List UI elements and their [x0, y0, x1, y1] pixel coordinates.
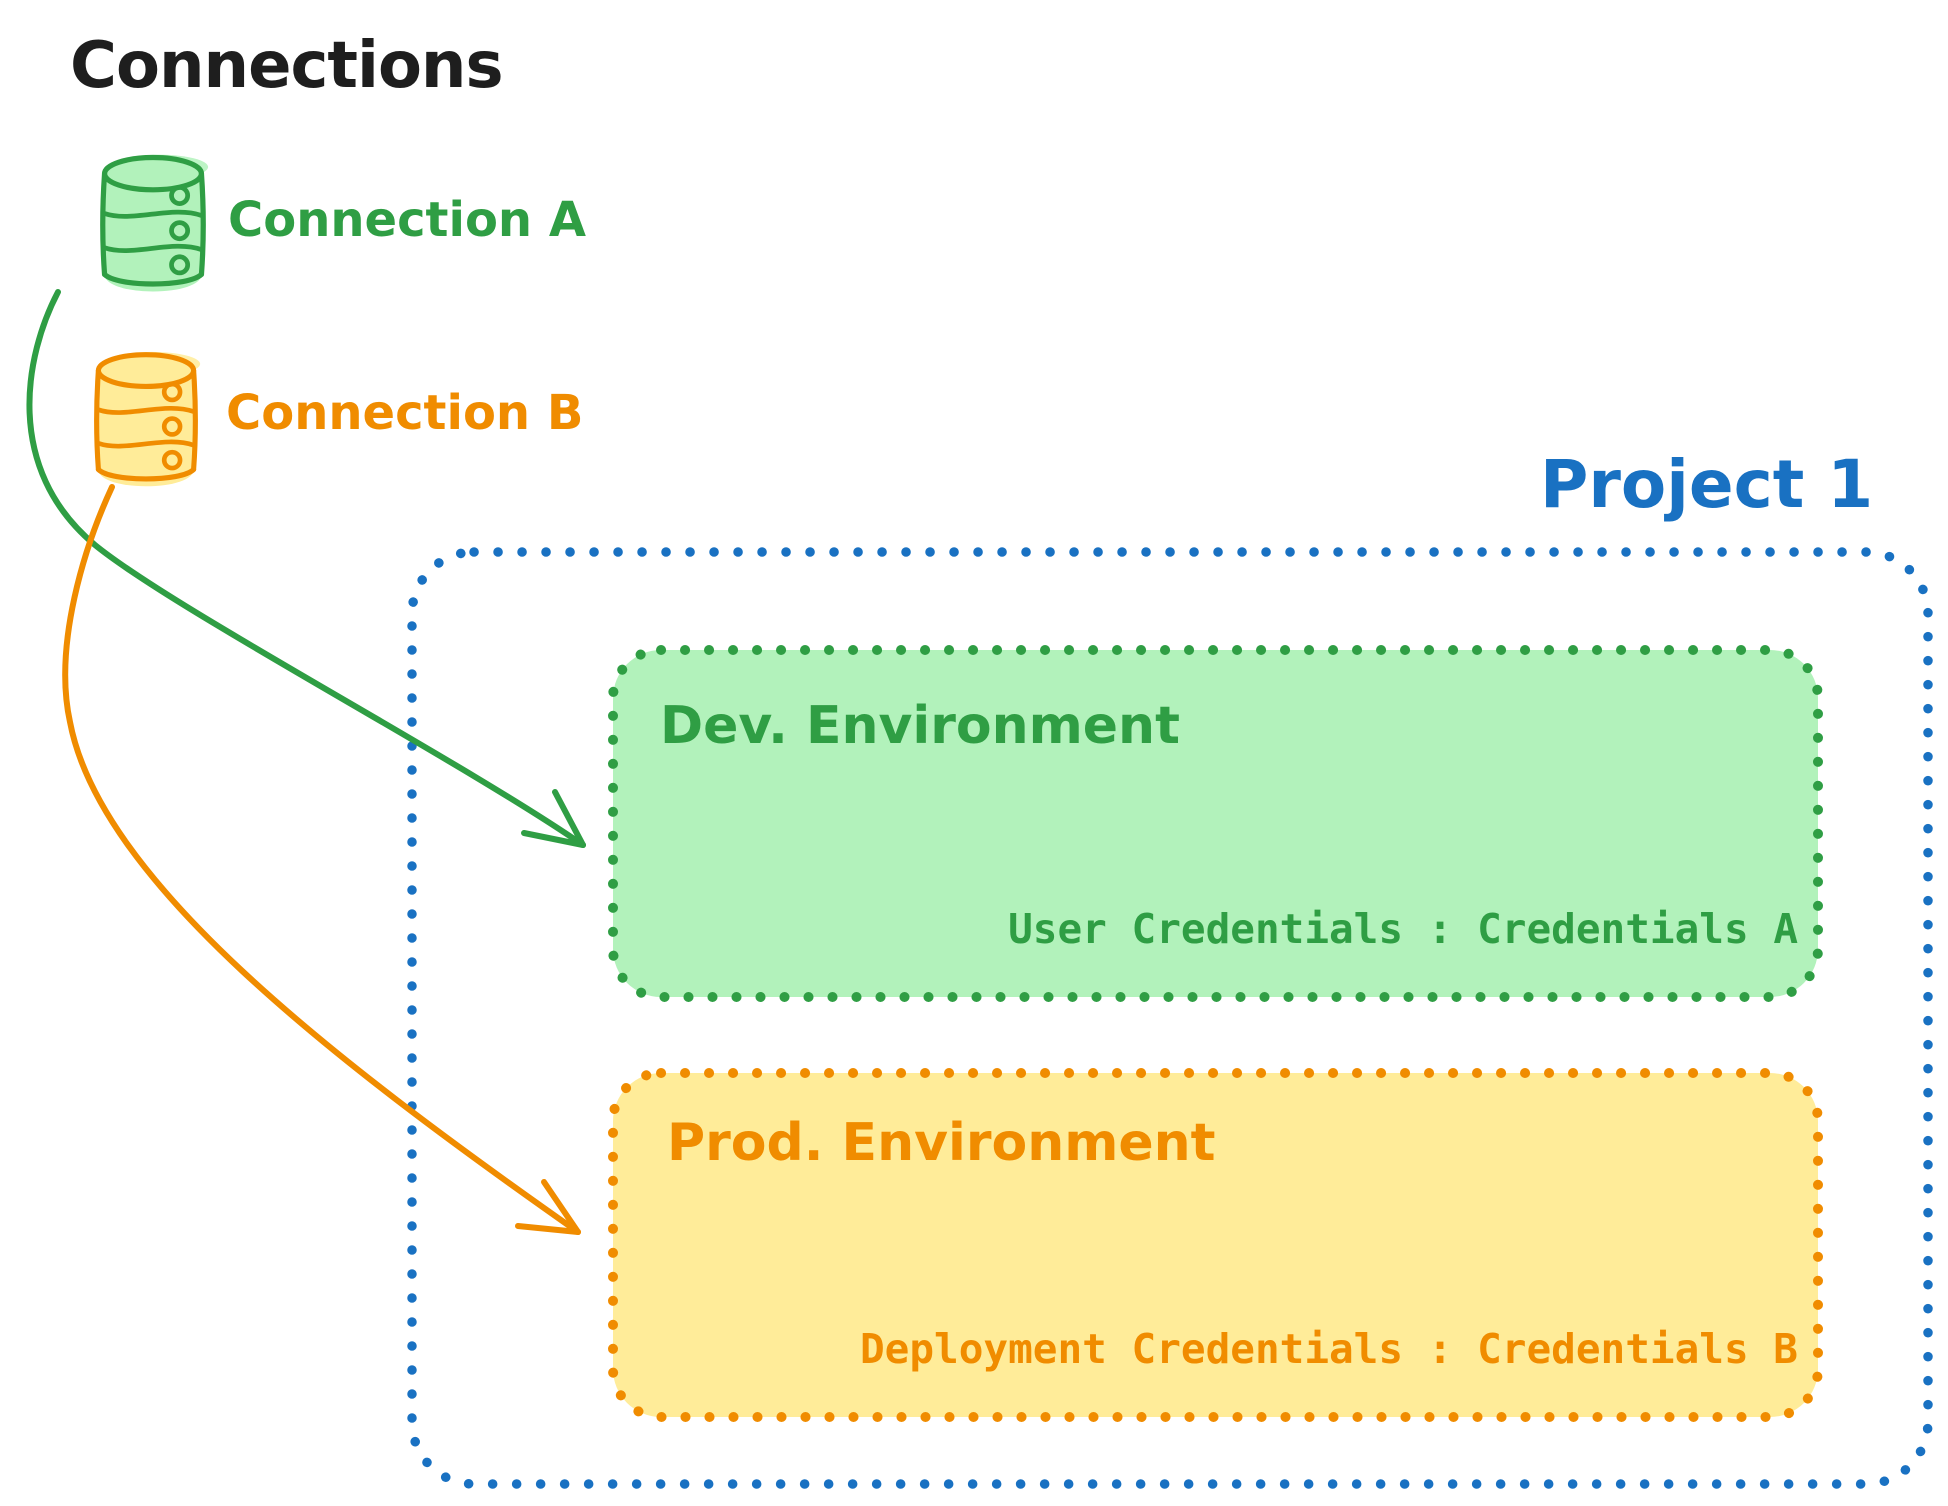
arrowhead-barb: [521, 830, 586, 848]
connection-b-to-prod-arrow: [62, 484, 581, 1235]
connection-b-database-icon: [96, 351, 201, 487]
dev-environment-heading: Dev. Environment: [660, 696, 1180, 756]
arrowhead-barb: [541, 1179, 581, 1235]
dev-environment-box: [608, 645, 1823, 1002]
prod-environment-credentials: Deployment Credentials : Credentials B: [860, 1325, 1798, 1373]
connection-a-database-icon: [102, 154, 209, 292]
project-1-box: [407, 547, 1933, 1489]
project-1-label: Project 1: [1540, 446, 1874, 523]
arrowhead-barb: [515, 1223, 581, 1235]
connection-b-label: Connection B: [226, 385, 584, 441]
prod-environment-heading: Prod. Environment: [667, 1113, 1216, 1173]
connection-a-label: Connection A: [228, 192, 586, 248]
prod-environment-box: [608, 1068, 1823, 1422]
arrowhead-barb: [552, 789, 586, 848]
dev-environment-credentials: User Credentials : Credentials A: [1008, 905, 1798, 953]
connection-a-to-dev-arrow: [26, 289, 586, 848]
connections-title: Connections: [70, 29, 504, 103]
